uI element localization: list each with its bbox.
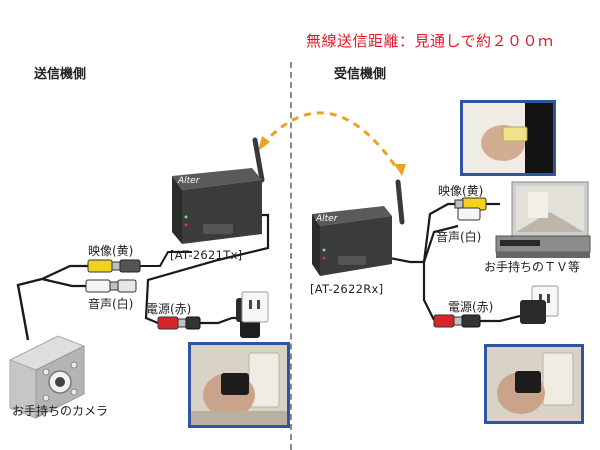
tx-transmitter-device: [172, 137, 265, 244]
tx-video-cable: [41, 264, 88, 280]
tx-video-output-cable: [140, 251, 192, 267]
dvd-recorder: [495, 235, 591, 258]
hand-inserting-device-photo: [463, 103, 553, 173]
rx-section-title: 受信機側: [334, 67, 387, 82]
transmission-distance-headline: 無線送信距離：見通しで約２００ｍ: [306, 32, 554, 50]
section-divider: [290, 62, 292, 450]
tx-power-cable: [144, 213, 270, 325]
rx-ac-adapter: [520, 300, 546, 324]
tx-video-label: 映像(黄): [88, 244, 134, 258]
rx-audio-plug-white: [457, 207, 481, 221]
rx-device-install-photo: [460, 100, 556, 176]
rx-outlet-photo: [484, 344, 584, 424]
tx-model-label: [AT-2621Tx]: [170, 248, 243, 262]
signal-arrow-right-icon: [394, 164, 406, 176]
hand-plugging-adapter-photo: [191, 345, 287, 425]
tx-camera-cable: [16, 277, 43, 341]
rx-power-cable: [422, 262, 435, 321]
tv-caption: お手持ちのＴＶ等: [484, 260, 581, 274]
rx-audio-label: 音声(白): [436, 230, 482, 244]
rx-device-logo: Alter: [316, 214, 338, 224]
rx-receiver-device: [312, 179, 405, 276]
tx-device-logo: Alter: [178, 176, 200, 186]
rx-adapter-cable: [480, 314, 521, 323]
tx-power-plug-red: [157, 316, 201, 330]
tx-outlet-photo: [188, 342, 290, 428]
tx-wall-outlet: [241, 291, 269, 323]
rx-video-label: 映像(黄): [438, 184, 484, 198]
rx-model-label: [AT-2622Rx]: [310, 282, 384, 296]
tx-section-title: 送信機側: [34, 67, 87, 82]
wireless-signal-arc: [260, 111, 400, 171]
tx-audio-label: 音声(白): [88, 297, 134, 311]
signal-arrow-left-icon: [258, 136, 270, 151]
tx-power-label: 電源(赤): [146, 302, 192, 316]
tx-adapter-cable: [200, 316, 240, 325]
rx-power-label: 電源(赤): [448, 300, 494, 314]
tx-video-plug-yellow: [87, 259, 141, 273]
tv-set: [511, 181, 589, 243]
tx-audio-cable: [41, 277, 86, 288]
camera-caption: お手持ちのカメラ: [12, 404, 109, 418]
rx-audio-cable: [422, 224, 459, 263]
hand-plugging-adapter-rx-photo: [487, 347, 581, 421]
tx-audio-plug-white: [85, 279, 137, 293]
rx-video-plug-yellow: [454, 197, 487, 211]
rx-power-plug-red: [433, 314, 481, 328]
camera-device: [8, 335, 86, 419]
